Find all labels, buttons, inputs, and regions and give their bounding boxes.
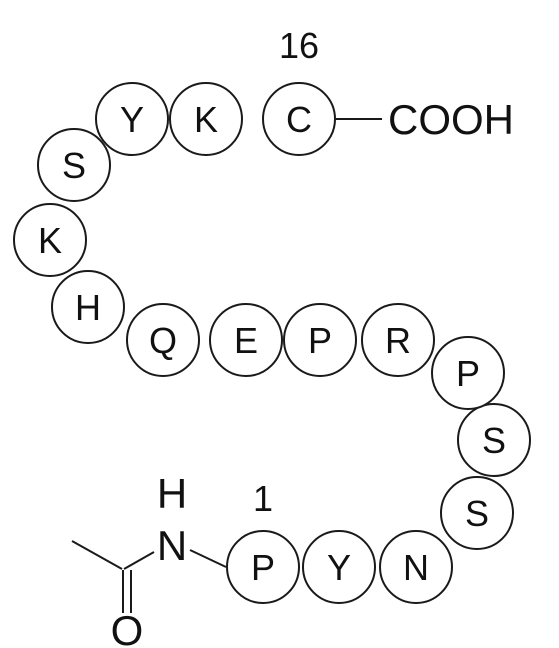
residue-5: S: [457, 403, 531, 477]
residue-circle: [379, 530, 453, 604]
residue-circle: [431, 336, 505, 410]
residue-9: E: [209, 303, 283, 377]
residue-circle: [37, 128, 111, 202]
residue-circle: [13, 203, 87, 277]
amide-n-label: N: [157, 522, 187, 569]
residue-letter: S: [465, 493, 489, 534]
residue-number-1: 1: [253, 478, 273, 519]
amide-h-label: H: [157, 470, 187, 517]
residue-circle: [51, 270, 125, 344]
c-terminus-label: COOH: [388, 96, 514, 143]
carbonyl-o-label: O: [111, 607, 144, 648]
residue-circle: [209, 303, 283, 377]
residue-letter: R: [385, 320, 411, 361]
residue-3: N: [379, 530, 453, 604]
residue-letter: E: [234, 320, 258, 361]
residue-4: S: [440, 476, 514, 550]
residue-letter: Y: [327, 547, 351, 588]
amide-bond: [123, 551, 155, 570]
residue-circle: [226, 530, 300, 604]
residue-letter: P: [251, 547, 275, 588]
residue-12: K: [13, 203, 87, 277]
residue-letter: Y: [120, 99, 144, 140]
residue-letter: H: [75, 287, 101, 328]
residue-letter: N: [403, 547, 429, 588]
residue-6: P: [431, 336, 505, 410]
residue-letter: C: [286, 99, 312, 140]
residue-1: P: [226, 530, 300, 604]
residue-2: Y: [302, 530, 376, 604]
residue-letter: P: [456, 353, 480, 394]
residue-16: C: [262, 82, 336, 156]
residue-circle: [95, 82, 169, 156]
residue-letter: S: [62, 145, 86, 186]
residue-letter: K: [194, 99, 218, 140]
residue-11: H: [51, 270, 125, 344]
residue-circle: [361, 303, 435, 377]
residue-letter: Q: [149, 320, 177, 361]
residue-13: S: [37, 128, 111, 202]
nh-to-p1-bond: [189, 549, 227, 568]
labels: 16 1 COOH H N O: [111, 25, 514, 648]
residue-number-16: 16: [279, 25, 319, 66]
residue-letter: S: [482, 420, 506, 461]
bonds: [71, 118, 382, 613]
residue-circle: [126, 303, 200, 377]
acetyl-methyl-bond: [71, 540, 123, 570]
residue-circle: [457, 403, 531, 477]
residue-circle: [440, 476, 514, 550]
residue-circle: [169, 82, 243, 156]
residue-circle: [302, 530, 376, 604]
residue-letter: K: [38, 220, 62, 261]
residue-8: P: [283, 303, 357, 377]
residue-14: Y: [95, 82, 169, 156]
residue-10: Q: [126, 303, 200, 377]
residue-letter: P: [308, 320, 332, 361]
residue-circle: [283, 303, 357, 377]
residue-circle: [262, 82, 336, 156]
residue-15: K: [169, 82, 243, 156]
residue-7: R: [361, 303, 435, 377]
